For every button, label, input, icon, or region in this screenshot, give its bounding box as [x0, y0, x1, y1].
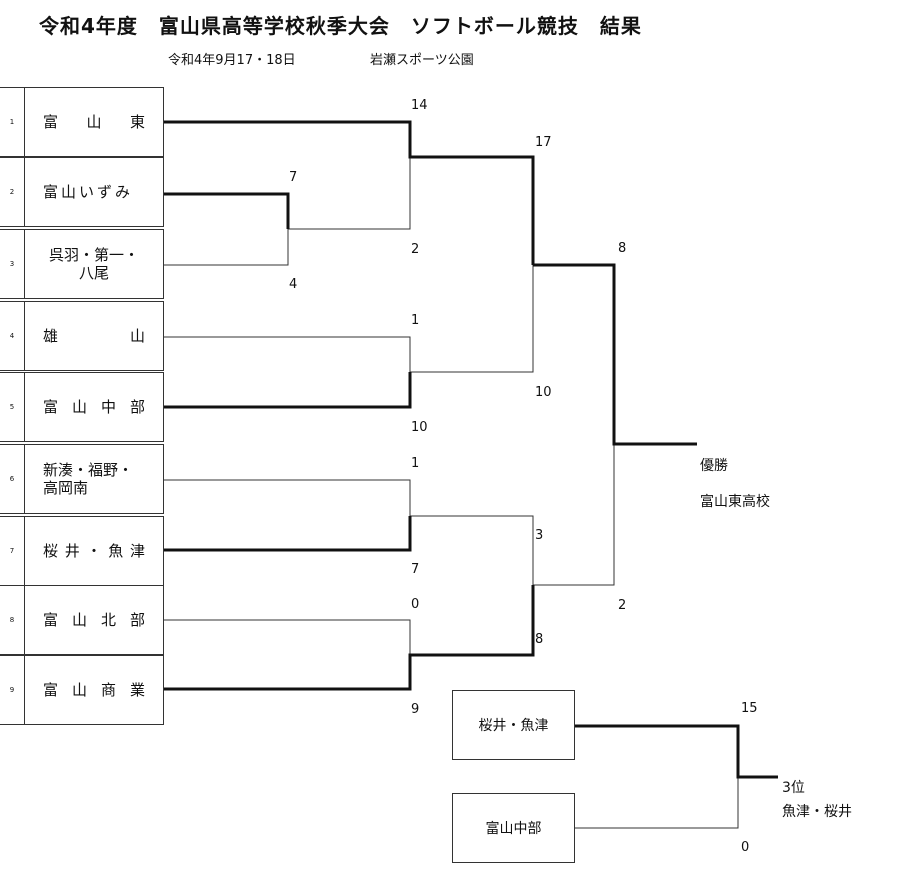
line-sf2-top [410, 515, 534, 585]
page-title: 令和4年度 富山県高等学校秋季大会 ソフトボール競技 結果 [39, 14, 642, 38]
line-r1-izumi-win [164, 192, 290, 229]
seed-number: 3 [0, 229, 24, 299]
score: 1 [411, 313, 420, 328]
seed-number: 1 [0, 87, 24, 157]
line-final-bottom [533, 444, 615, 586]
line-qf4-shogyo-win [164, 585, 535, 691]
seed-number: 7 [0, 516, 24, 586]
score: 7 [289, 170, 298, 185]
team-box-4: 雄 山 [24, 301, 164, 371]
team-box-6: 新湊・福野・高岡南 [24, 444, 164, 514]
score: 8 [535, 632, 544, 647]
line-qf2-oyama [164, 336, 411, 372]
champion-label: 優勝 [700, 458, 728, 474]
line-sf1-higashi-win [533, 263, 697, 446]
team-box-3: 呉羽・第一・八尾 [24, 229, 164, 299]
seed-number: 2 [0, 157, 24, 227]
score: 10 [411, 420, 428, 435]
event-venue: 岩瀬スポーツ公園 [370, 53, 474, 68]
team-name: 富 山 中 部 [43, 398, 145, 416]
team-box-7: 桜 井 ・ 魚 津 [24, 516, 164, 586]
team-box-9: 富 山 商 業 [24, 655, 164, 725]
score: 2 [411, 242, 420, 257]
seed-number: 6 [0, 444, 24, 514]
score: 17 [535, 135, 552, 150]
team-name: 富 山 商 業 [43, 681, 145, 699]
score: 14 [411, 98, 428, 113]
score: 4 [289, 277, 298, 292]
line-qf3-shinminato [164, 479, 411, 516]
score: 15 [741, 701, 758, 716]
seed-number: 9 [0, 655, 24, 725]
line-qf1-izumi [288, 157, 411, 230]
third-match-team-b: 富山中部 [452, 793, 575, 863]
score: 0 [741, 840, 750, 855]
team-name: 桜 井 ・ 魚 津 [43, 542, 145, 560]
score: 7 [411, 562, 420, 577]
line-sf1-bottom [410, 265, 534, 373]
line-qf3-sakurai-win [164, 516, 412, 552]
score: 0 [411, 597, 420, 612]
seed-number: 4 [0, 301, 24, 371]
seed-number: 8 [0, 585, 24, 655]
third-place-team: 魚津・桜井 [782, 804, 852, 820]
team-box-5: 富 山 中 部 [24, 372, 164, 442]
score: 9 [411, 702, 420, 717]
seed-number: 5 [0, 372, 24, 442]
score: 2 [618, 598, 627, 613]
line-qf1-higashi-win [164, 120, 535, 265]
line-r1-kureha [164, 229, 289, 266]
score: 3 [535, 528, 544, 543]
team-name: 呉羽・第一・八尾 [48, 246, 139, 282]
team-name: 新湊・福野・高岡南 [43, 461, 134, 497]
third-match-team-a: 桜井・魚津 [452, 690, 575, 760]
third-place-label: 3位 [782, 780, 805, 796]
score: 8 [618, 241, 627, 256]
team-box-8: 富 山 北 部 [24, 585, 164, 655]
line-qf2-chubu-win [164, 372, 412, 409]
team-name: 富 山 北 部 [43, 611, 145, 629]
team-box-2: 富山いずみ [24, 157, 164, 227]
team-name: 富 山 東 [43, 113, 145, 131]
score: 1 [411, 456, 420, 471]
line-qf4-hokubu [164, 619, 411, 655]
event-date: 令和4年9月17・18日 [168, 53, 296, 68]
team-box-1: 富 山 東 [24, 87, 164, 157]
champion-team: 富山東高校 [700, 494, 770, 510]
line-third-sakurai-win [575, 724, 778, 779]
team-name: 富山いずみ [43, 183, 134, 201]
line-third-bottom [575, 777, 739, 829]
score: 10 [535, 385, 552, 400]
team-name: 雄 山 [43, 327, 145, 345]
